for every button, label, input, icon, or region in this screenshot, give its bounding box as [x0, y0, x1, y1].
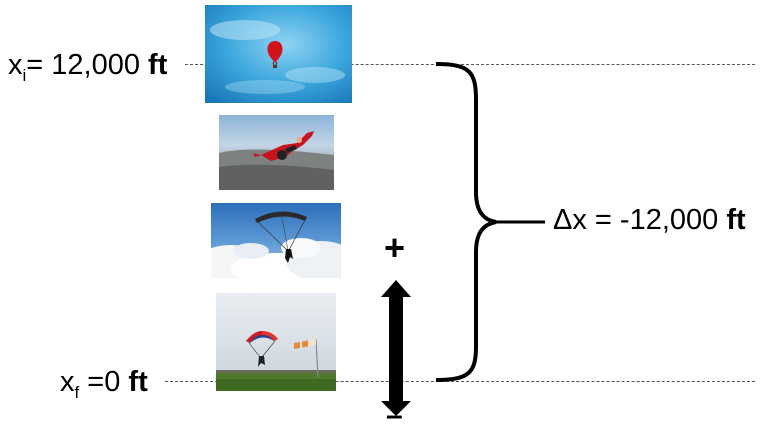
final-position-label: xf =0 ft	[60, 366, 148, 402]
windsock-icon	[294, 338, 319, 378]
final-value: =0	[79, 366, 129, 398]
parachute-icon	[246, 331, 278, 367]
down-arrowhead	[381, 401, 411, 416]
displacement-brace	[435, 62, 497, 382]
initial-value: = 12,000	[26, 49, 149, 81]
skydiver-icon	[253, 131, 314, 161]
initial-unit: ft	[148, 49, 168, 81]
parachute-icon	[255, 211, 307, 263]
up-arrowhead	[381, 280, 411, 297]
displacement-text: Δx = -12,000	[553, 204, 727, 236]
landing-photo	[216, 293, 336, 391]
final-unit: ft	[128, 366, 148, 398]
final-subscript: f	[74, 383, 80, 402]
initial-subscript: i	[22, 66, 27, 85]
direction-arrow-icon	[381, 280, 411, 416]
arrow-shaft	[389, 296, 403, 384]
positive-direction-sign: +	[384, 227, 406, 268]
parachute-clouds-photo	[211, 203, 341, 278]
balloon-icon	[267, 41, 283, 68]
balloon-photo	[205, 5, 352, 103]
position-symbol: x	[8, 49, 23, 81]
displacement-label: Δx = -12,000 ft	[553, 206, 746, 235]
ground-level-dashed-line	[165, 381, 755, 382]
negative-direction-sign: –	[386, 399, 403, 428]
position-symbol: x	[60, 366, 75, 398]
initial-position-label: xi= 12,000 ft	[8, 49, 168, 85]
displacement-unit: ft	[726, 204, 746, 236]
initial-height-dashed-line	[185, 64, 755, 65]
freefall-photo	[219, 115, 334, 190]
